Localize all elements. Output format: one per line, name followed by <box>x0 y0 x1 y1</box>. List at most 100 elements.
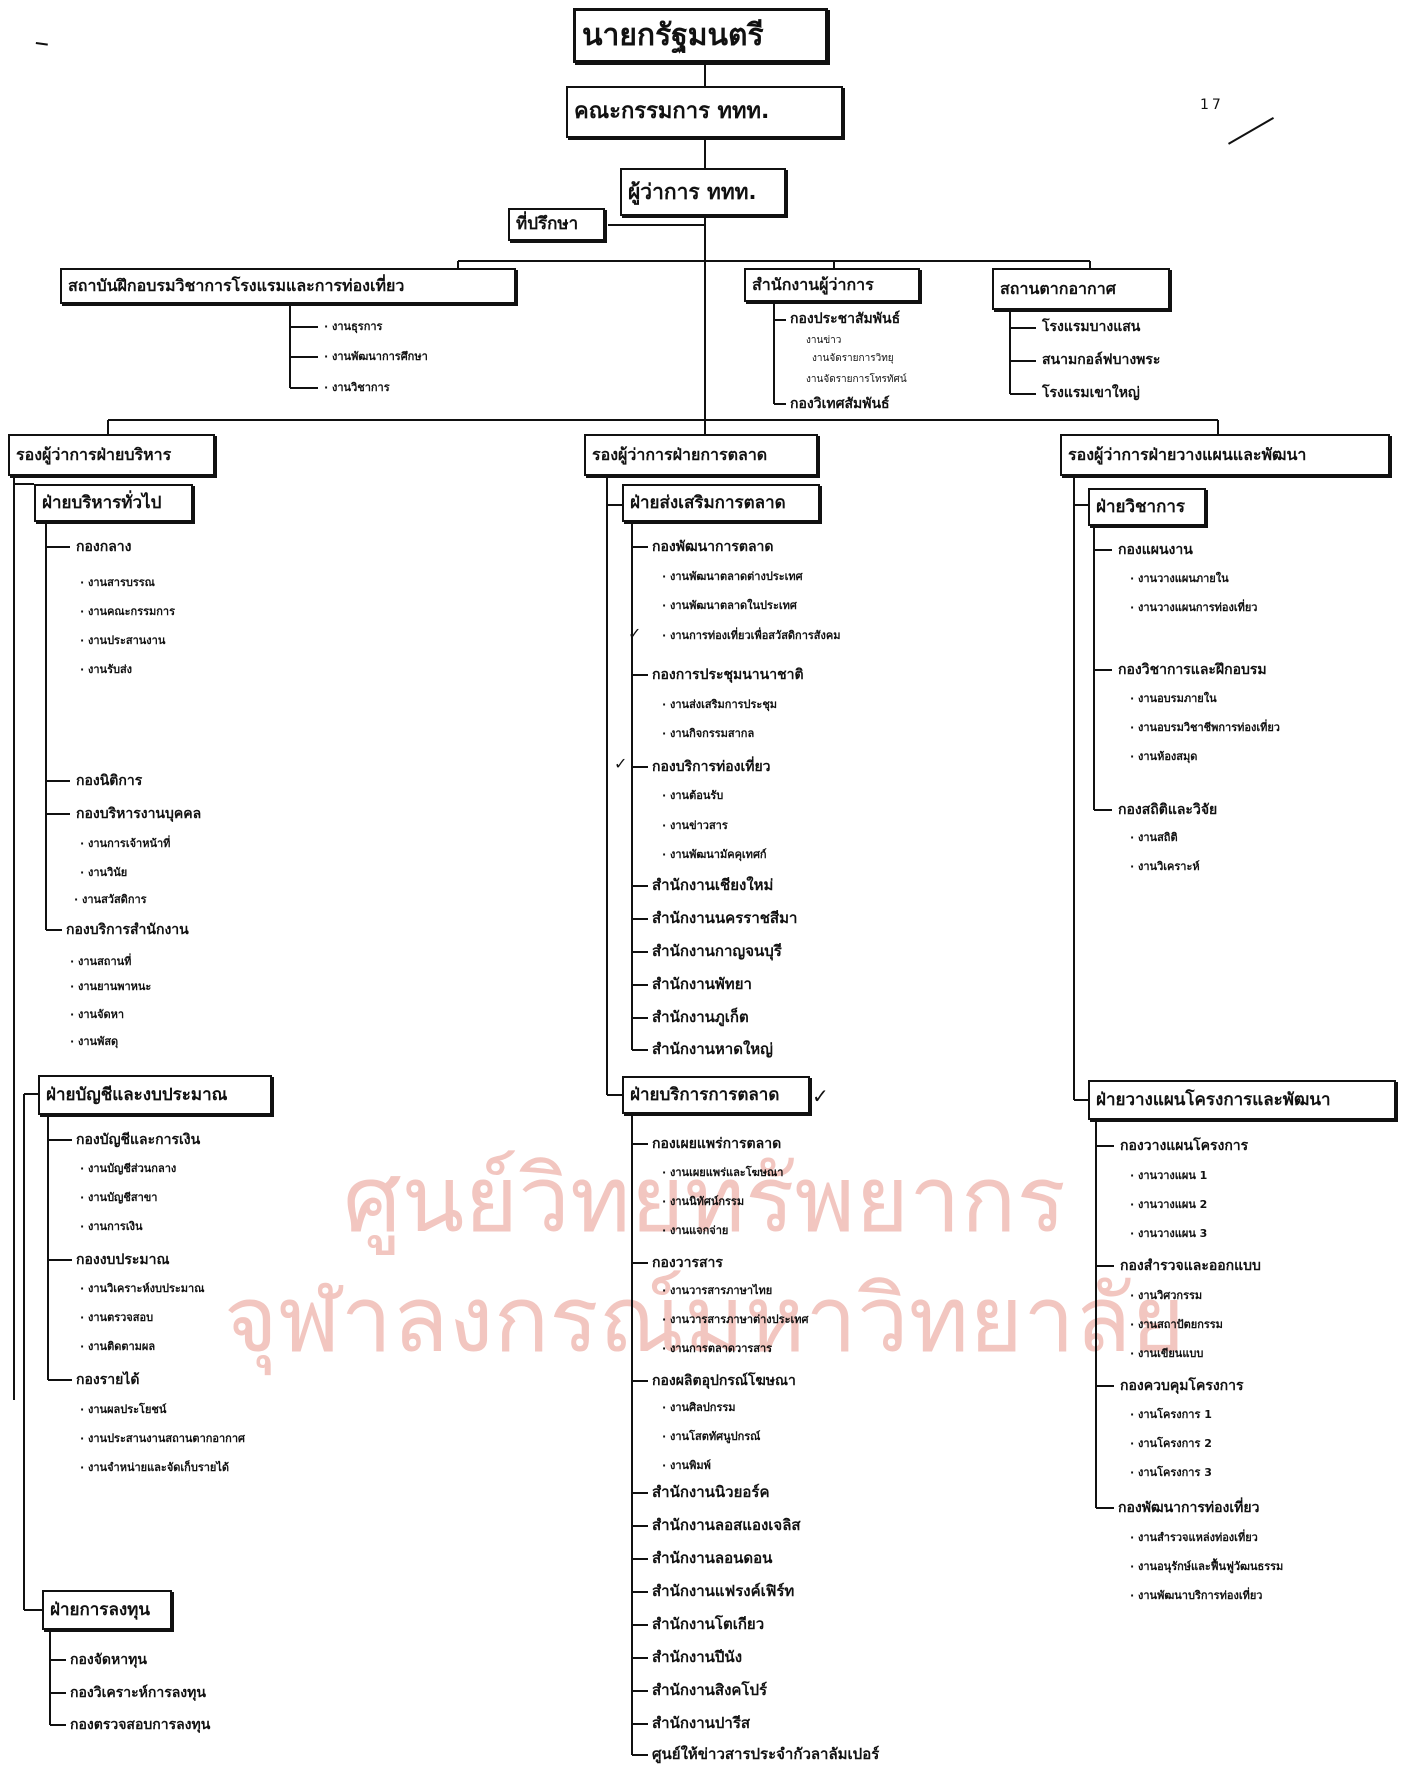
revenue-item: · งานประสานงานสถานตากอากาศ <box>80 1432 246 1445</box>
convention-item: · งานกิจกรรมสากล <box>662 727 755 740</box>
media-item: · งานศิลปกรรม <box>662 1401 736 1414</box>
project-plan-item: · งานวางแผน 3 <box>1130 1227 1208 1240</box>
pr-item: งานจัดรายการวิทยุ <box>812 353 894 364</box>
survey-item: · งานสถาปัตยกรรม <box>1130 1318 1223 1331</box>
finance-box: ฝ่ายบัญชีและงบประมาณ <box>38 1075 272 1115</box>
resort-item: โรงแรมเขาใหญ่ <box>1042 385 1140 401</box>
survey-item: · งานวิศวกรรม <box>1130 1289 1203 1302</box>
control-item: · งานโครงการ 1 <box>1130 1408 1212 1421</box>
project-plan-division: กองวางแผนโครงการ <box>1120 1138 1249 1154</box>
foreign-relations-division: กองวิเทศสัมพันธ์ <box>790 396 890 412</box>
training-item: · งานอบรมภายใน <box>1130 692 1217 705</box>
deputy-marketing-box: รองผู้ว่าการฝ่ายการตลาด <box>584 434 818 476</box>
tourist-service-division: กองบริการท่องเที่ยว <box>652 759 771 775</box>
publicity-item: · งานเผยแพร่และโฆษณา <box>662 1166 784 1179</box>
overseas-office: สำนักงานลอสแองเจลิส <box>652 1516 801 1534</box>
project-dev-box: ฝ่ายวางแผนโครงการและพัฒนา <box>1088 1080 1396 1120</box>
journal-item: · งานวารสารภาษาต่างประเทศ <box>662 1313 809 1326</box>
pr-division: กองประชาสัมพันธ์ <box>790 311 901 327</box>
investment-division: กองจัดหาทุน <box>70 1652 147 1668</box>
office-service-division: กองบริการสำนักงาน <box>66 922 189 938</box>
revenue-item: · งานผลประโยชน์ <box>80 1403 167 1416</box>
board-box: คณะกรรมการ ททท. <box>566 86 843 138</box>
resort-box: สถานตากอากาศ <box>992 268 1170 310</box>
budget-item: · งานติดตามผล <box>80 1340 156 1353</box>
market-dev-item: · งานการท่องเที่ยวเพื่อสวัสดิการสังคม <box>662 629 841 642</box>
revenue-division: กองรายได้ <box>76 1372 140 1388</box>
marketing-promotion-box: ฝ่ายส่งเสริมการตลาด <box>622 484 820 522</box>
convention-division: กองการประชุมนานาชาติ <box>652 667 804 683</box>
training-division: กองวิชาการและฝึกอบรม <box>1118 662 1267 678</box>
accounting-item: · งานบัญชีส่วนกลาง <box>80 1162 177 1175</box>
budget-item: · งานวิเคราะห์งบประมาณ <box>80 1282 205 1295</box>
plan-item: · งานวางแผนภายใน <box>1130 572 1229 585</box>
overseas-office: สำนักงานปารีส <box>652 1714 751 1732</box>
academic-box: ฝ่ายวิชาการ <box>1088 488 1206 526</box>
pr-item: งานจัดรายการโทรทัศน์ <box>806 374 907 385</box>
central-item: · งานสารบรรณ <box>80 576 155 589</box>
journal-division: กองวารสาร <box>652 1255 723 1271</box>
survey-division: กองสำรวจและออกแบบ <box>1120 1258 1261 1274</box>
central-item: · งานคณะกรรมการ <box>80 605 176 618</box>
media-item: · งานโสตทัศนูปกรณ์ <box>662 1430 761 1443</box>
tourism-dev-division: กองพัฒนาการท่องเที่ยว <box>1118 1500 1260 1516</box>
overseas-office: ศูนย์ให้ข่าวสารประจำกัวลาลัมเปอร์ <box>652 1745 880 1763</box>
central-item: · งานรับส่ง <box>80 663 133 676</box>
deputy-planning-box: รองผู้ว่าการฝ่ายวางแผนและพัฒนา <box>1060 434 1390 476</box>
check-mark: ✓ <box>628 624 642 643</box>
tourist-service-item: · งานพัฒนามัคคุเทศก์ <box>662 848 767 861</box>
check-mark: ✓ <box>614 754 628 773</box>
overseas-office: สำนักงานโตเกียว <box>652 1615 765 1633</box>
marketing-service-box: ฝ่ายบริการการตลาด <box>622 1076 810 1114</box>
institute-item: · งานธุรการ <box>324 320 383 333</box>
domestic-office: สำนักงานภูเก็ต <box>652 1008 749 1026</box>
resort-item: สนามกอล์ฟบางพระ <box>1042 352 1161 368</box>
market-dev-division: กองพัฒนาการตลาด <box>652 539 774 555</box>
personnel-item: · งานสวัสดิการ <box>74 893 147 906</box>
domestic-office: สำนักงานหาดใหญ่ <box>652 1040 773 1058</box>
overseas-office: สำนักงานลอนดอน <box>652 1549 773 1567</box>
budget-item: · งานตรวจสอบ <box>80 1311 154 1324</box>
overseas-office: สำนักงานนิวยอร์ค <box>652 1483 770 1501</box>
project-plan-item: · งานวางแผน 2 <box>1130 1198 1208 1211</box>
pr-item: งานข่าว <box>806 335 842 346</box>
advisor-box: ที่ปรึกษา <box>508 208 605 241</box>
domestic-office: สำนักงานพัทยา <box>652 975 752 993</box>
media-division: กองผลิตอุปกรณ์โฆษณา <box>652 1373 796 1389</box>
deputy-admin-box: รองผู้ว่าการฝ่ายบริหาร <box>8 434 215 476</box>
personnel-division: กองบริหารงานบุคคล <box>76 806 202 822</box>
governor-box: ผู้ว่าการ ททท. <box>620 168 786 216</box>
convention-item: · งานส่งเสริมการประชุม <box>662 698 778 711</box>
office-item: · งานยานพาหนะ <box>70 980 152 993</box>
accounting-item: · งานบัญชีสาขา <box>80 1191 158 1204</box>
journal-item: · งานการตลาดวารสาร <box>662 1342 773 1355</box>
page-number: 17 <box>1200 97 1224 113</box>
control-item: · งานโครงการ 3 <box>1130 1466 1212 1479</box>
media-item: · งานพิมพ์ <box>662 1459 711 1472</box>
watermark-line-2: จุฬาลงกรณ์มหาวิทยาลัย <box>223 1266 1186 1373</box>
institute-box: สถาบันฝึกอบรมวิชาการโรงแรมและการท่องเที่… <box>60 268 516 304</box>
journal-item: · งานวารสารภาษาไทย <box>662 1284 773 1297</box>
stats-division: กองสถิติและวิจัย <box>1118 802 1218 818</box>
project-plan-item: · งานวางแผน 1 <box>1130 1169 1208 1182</box>
budget-division: กองงบประมาณ <box>76 1252 170 1268</box>
control-item: · งานโครงการ 2 <box>1130 1437 1212 1450</box>
central-item: · งานประสานงาน <box>80 634 166 647</box>
office-item: · งานจัดหา <box>70 1008 125 1021</box>
survey-item: · งานเขียนแบบ <box>1130 1347 1204 1360</box>
tourism-dev-item: · งานพัฒนาบริการท่องเที่ยว <box>1130 1589 1263 1602</box>
investment-division: กองวิเคราะห์การลงทุน <box>70 1685 206 1701</box>
training-item: · งานอบรมวิชาชีพการท่องเที่ยว <box>1130 721 1280 734</box>
publicity-item: · งานนิทัศน์กรรม <box>662 1195 745 1208</box>
plan-item: · งานวางแผนการท่องเที่ยว <box>1130 601 1258 614</box>
legal-division: กองนิติการ <box>76 773 143 789</box>
watermark-line-1: ศูนย์วิทยทรัพยากร <box>343 1146 1066 1253</box>
publicity-division: กองเผยแพร่การตลาด <box>652 1136 782 1152</box>
central-division: กองกลาง <box>76 539 132 555</box>
general-admin-box: ฝ่ายบริหารทั่วไป <box>34 484 193 522</box>
tourist-service-item: · งานข่าวสาร <box>662 819 728 832</box>
tourism-dev-item: · งานอนุรักษ์และฟื้นฟูวัฒนธรรม <box>1130 1560 1284 1573</box>
training-item: · งานห้องสมุด <box>1130 750 1198 763</box>
accounting-division: กองบัญชีและการเงิน <box>76 1132 201 1148</box>
